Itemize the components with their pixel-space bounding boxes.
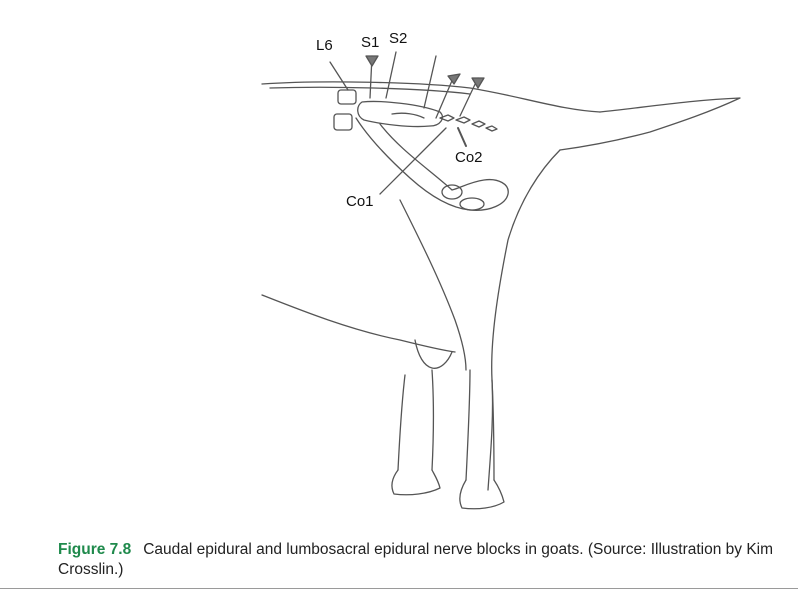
label-s2: S2 xyxy=(389,30,407,47)
leader-co2 xyxy=(457,127,467,147)
coccygeal-vertebrae xyxy=(439,114,498,132)
rump-outline xyxy=(487,149,561,491)
udder-outline xyxy=(414,339,453,369)
needle-co-b xyxy=(435,75,455,119)
belly-outline xyxy=(261,294,456,353)
label-co2: Co2 xyxy=(455,149,483,166)
needle-s2 xyxy=(385,51,397,99)
obturator-foramen xyxy=(441,184,463,200)
bottom-divider xyxy=(0,588,798,589)
vertebra-l6 xyxy=(337,89,357,105)
hind-leg-far xyxy=(465,369,495,481)
back-outline xyxy=(261,81,601,113)
label-s1: S1 xyxy=(361,34,379,51)
hind-leg-near xyxy=(397,369,435,471)
label-co1: Co1 xyxy=(346,193,374,210)
figure-number: Figure 7.8 xyxy=(58,541,132,558)
tail-outline xyxy=(559,97,741,151)
needle-co-c xyxy=(459,77,479,117)
leader-co1 xyxy=(379,127,447,195)
label-l6: L6 xyxy=(316,37,333,54)
pelvis xyxy=(355,117,509,211)
needle-co-a xyxy=(423,55,437,109)
figure-caption-text: Caudal epidural and lumbosacral epidural… xyxy=(58,541,774,578)
sacrum xyxy=(357,100,444,128)
goat-illustration: L6 S1 S2 Co2 Co1 xyxy=(261,30,741,510)
needle-l6 xyxy=(329,61,349,91)
